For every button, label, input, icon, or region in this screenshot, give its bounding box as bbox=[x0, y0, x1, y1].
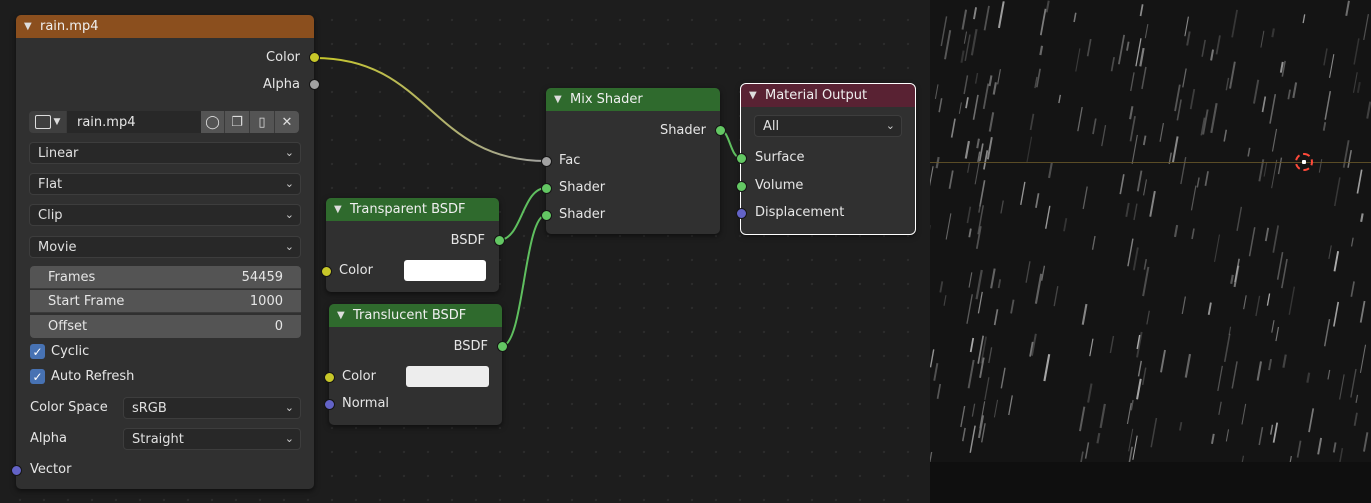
link-translucent-to-shader bbox=[501, 214, 547, 347]
translucent-bsdf-node[interactable]: ▼ Translucent BSDF BSDF Color Normal bbox=[324, 304, 508, 425]
3d-cursor-icon[interactable] bbox=[1295, 153, 1313, 171]
output-color: Color bbox=[266, 49, 300, 65]
socket-bsdf-out[interactable] bbox=[497, 341, 508, 352]
socket-volume-in[interactable] bbox=[736, 181, 747, 192]
node-header[interactable]: ▼ Mix Shader bbox=[546, 88, 720, 111]
fake-user-shield-icon[interactable]: ◯ bbox=[201, 111, 225, 133]
chevron-down-icon: ⌄ bbox=[284, 208, 294, 221]
duplicate-icon[interactable]: ❐ bbox=[225, 111, 250, 133]
chevron-down-icon: ⌄ bbox=[284, 146, 294, 159]
volume-label: Volume bbox=[755, 178, 804, 193]
socket-shader2-in[interactable] bbox=[541, 210, 552, 221]
image-name-field[interactable]: rain.mp4 bbox=[67, 111, 201, 133]
node-editor[interactable]: ▼ rain.mp4 Color Alpha ▼ rain.mp4 ◯ ❐ ▯ … bbox=[0, 0, 930, 503]
node-header[interactable]: ▼ Translucent BSDF bbox=[329, 304, 502, 327]
output-bsdf: BSDF bbox=[450, 232, 485, 248]
node-title: Transparent BSDF bbox=[350, 202, 466, 217]
socket-normal-in[interactable] bbox=[324, 399, 335, 410]
node-header[interactable]: ▼ rain.mp4 bbox=[16, 15, 314, 38]
socket-alpha-out[interactable] bbox=[309, 79, 320, 90]
vector-label: Vector bbox=[30, 462, 72, 477]
shader2-label: Shader bbox=[559, 207, 606, 222]
color-label: Color bbox=[342, 369, 376, 384]
node-title: Material Output bbox=[765, 88, 868, 103]
rain-video-frame bbox=[930, 0, 1371, 462]
collapse-chevron-icon[interactable]: ▼ bbox=[334, 204, 342, 215]
link-transparent-to-shader bbox=[498, 187, 547, 241]
chevron-down-icon: ⌄ bbox=[284, 432, 294, 445]
image-browse-button[interactable]: ▼ bbox=[29, 111, 67, 133]
interpolation-dropdown[interactable]: Linear⌄ bbox=[29, 142, 301, 164]
collapse-chevron-icon[interactable]: ▼ bbox=[554, 94, 562, 105]
socket-color-out[interactable] bbox=[309, 52, 320, 63]
source-dropdown[interactable]: Movie⌄ bbox=[29, 236, 301, 258]
collapse-chevron-icon[interactable]: ▼ bbox=[337, 310, 345, 321]
auto-refresh-checkbox[interactable]: ✓Auto Refresh bbox=[30, 369, 134, 384]
socket-vector-in[interactable] bbox=[11, 465, 22, 476]
fac-label: Fac bbox=[559, 153, 581, 168]
target-dropdown[interactable]: All⌄ bbox=[754, 115, 902, 137]
node-title: Translucent BSDF bbox=[353, 308, 467, 323]
image-texture-node[interactable]: ▼ rain.mp4 Color Alpha ▼ rain.mp4 ◯ ❐ ▯ … bbox=[11, 15, 320, 489]
chevron-down-icon: ⌄ bbox=[284, 177, 294, 190]
projection-dropdown[interactable]: Flat⌄ bbox=[29, 173, 301, 195]
horizon-line bbox=[930, 162, 1371, 163]
socket-bsdf-out[interactable] bbox=[494, 235, 505, 246]
cyclic-checkbox[interactable]: ✓Cyclic bbox=[30, 344, 89, 359]
socket-color-in[interactable] bbox=[324, 372, 335, 383]
viewport-bottom-area bbox=[930, 462, 1371, 503]
alpha-mode-label: Alpha bbox=[30, 431, 67, 446]
mix-shader-node[interactable]: ▼ Mix Shader Shader Fac Shader Shader bbox=[541, 88, 726, 234]
output-alpha: Alpha bbox=[263, 76, 300, 92]
socket-displacement-in[interactable] bbox=[736, 208, 747, 219]
socket-fac-in[interactable] bbox=[541, 156, 552, 167]
output-bsdf: BSDF bbox=[453, 338, 488, 354]
transparent-bsdf-node[interactable]: ▼ Transparent BSDF BSDF Color bbox=[321, 198, 505, 292]
color-space-dropdown[interactable]: sRGB⌄ bbox=[123, 397, 301, 419]
color-label: Color bbox=[339, 263, 373, 278]
link-color-to-fac bbox=[314, 57, 547, 162]
socket-shader1-in[interactable] bbox=[541, 183, 552, 194]
collapse-chevron-icon[interactable]: ▼ bbox=[24, 21, 32, 32]
normal-label: Normal bbox=[342, 396, 390, 411]
socket-surface-in[interactable] bbox=[736, 153, 747, 164]
extension-dropdown[interactable]: Clip⌄ bbox=[29, 204, 301, 226]
node-header[interactable]: ▼ Transparent BSDF bbox=[326, 198, 499, 221]
surface-label: Surface bbox=[755, 150, 805, 165]
chevron-down-icon: ⌄ bbox=[284, 240, 294, 253]
checkmark-icon: ✓ bbox=[30, 369, 45, 384]
alpha-mode-dropdown[interactable]: Straight⌄ bbox=[123, 428, 301, 450]
image-selector: ▼ rain.mp4 ◯ ❐ ▯ ✕ bbox=[29, 111, 299, 133]
node-header[interactable]: ▼ Material Output bbox=[741, 84, 915, 107]
material-output-node[interactable]: ▼ Material Output All⌄ Surface Volume Di… bbox=[736, 83, 916, 235]
image-icon bbox=[34, 115, 51, 129]
node-title: Mix Shader bbox=[570, 92, 643, 107]
socket-shader-out[interactable] bbox=[715, 125, 726, 136]
displacement-label: Displacement bbox=[755, 205, 845, 220]
chevron-down-icon: ⌄ bbox=[284, 401, 294, 414]
collapse-chevron-icon[interactable]: ▼ bbox=[749, 90, 757, 101]
shader1-label: Shader bbox=[559, 180, 606, 195]
node-title: rain.mp4 bbox=[40, 19, 99, 34]
viewport-preview[interactable] bbox=[930, 0, 1371, 503]
color-swatch[interactable] bbox=[404, 260, 486, 281]
socket-color-in[interactable] bbox=[321, 266, 332, 277]
close-icon[interactable]: ✕ bbox=[275, 111, 299, 133]
chevron-down-icon: ⌄ bbox=[885, 119, 895, 132]
color-swatch[interactable] bbox=[406, 366, 489, 387]
checkmark-icon: ✓ bbox=[30, 344, 45, 359]
color-space-label: Color Space bbox=[30, 400, 108, 415]
folder-icon[interactable]: ▯ bbox=[250, 111, 275, 133]
output-shader: Shader bbox=[659, 122, 706, 138]
